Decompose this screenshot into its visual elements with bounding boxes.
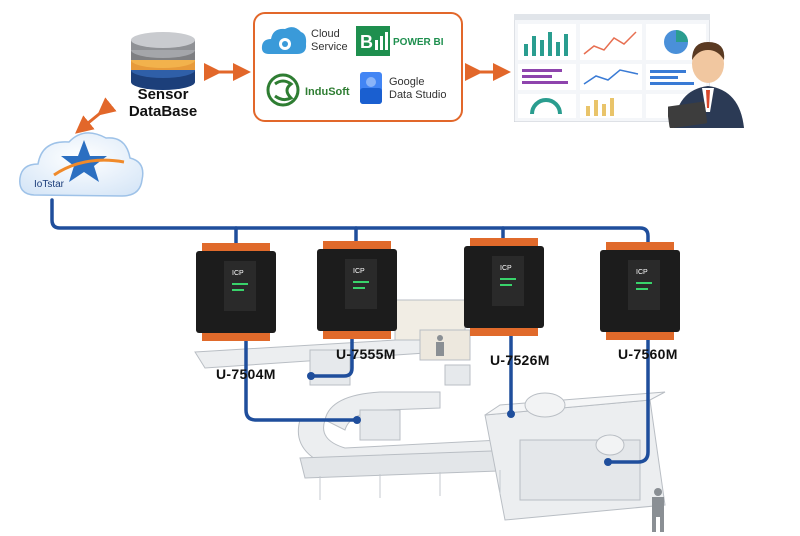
device-u7555m: ICP: [317, 241, 397, 339]
google-data-studio-icon: [360, 72, 382, 104]
powerbi-icon: B: [356, 26, 390, 56]
svg-text:ICP: ICP: [500, 265, 512, 272]
svg-text:B: B: [360, 32, 373, 52]
google-line2: Data Studio: [389, 89, 447, 101]
iotstar-cloud-icon: [19, 132, 144, 197]
database-label-line2: DataBase: [128, 103, 198, 120]
google-data-studio-label: Google Data Studio: [389, 76, 446, 102]
device-u7504m: ICP: [196, 243, 276, 341]
svg-text:ICP: ICP: [353, 268, 365, 275]
arrow-cloud-db: [75, 97, 117, 134]
database-label-line1: Sensor: [137, 86, 189, 103]
cloud-service-label: Cloud Service: [311, 28, 348, 54]
cloud-gear-icon: [261, 27, 307, 54]
user-avatar: [668, 42, 744, 128]
services-panel: Cloud Service B POWER BI InduSoft Google…: [253, 12, 463, 122]
cloud-service-line1: Cloud: [311, 28, 340, 40]
device-u7560m: ICP: [600, 242, 680, 340]
indusoft-icon: [266, 73, 300, 107]
database-icon: [131, 32, 195, 90]
powerbi-label: POWER BI: [393, 37, 444, 48]
device-u7526m: ICP: [464, 238, 544, 336]
device-label-u7555m: U-7555M: [336, 346, 396, 362]
dashboard-screenshot: [514, 14, 710, 122]
database-label: Sensor DataBase: [118, 86, 208, 120]
google-line1: Google: [389, 76, 425, 88]
device-label-u7560m: U-7560M: [618, 346, 678, 362]
device-label-u7526m: U-7526M: [490, 352, 550, 368]
iotstar-label: IoTstar: [34, 179, 65, 190]
svg-text:ICP: ICP: [232, 270, 244, 277]
indusoft-label: InduSoft: [305, 86, 350, 98]
svg-text:ICP: ICP: [636, 269, 648, 276]
cloud-service-line2: Service: [311, 41, 348, 53]
device-label-u7504m: U-7504M: [216, 366, 276, 382]
